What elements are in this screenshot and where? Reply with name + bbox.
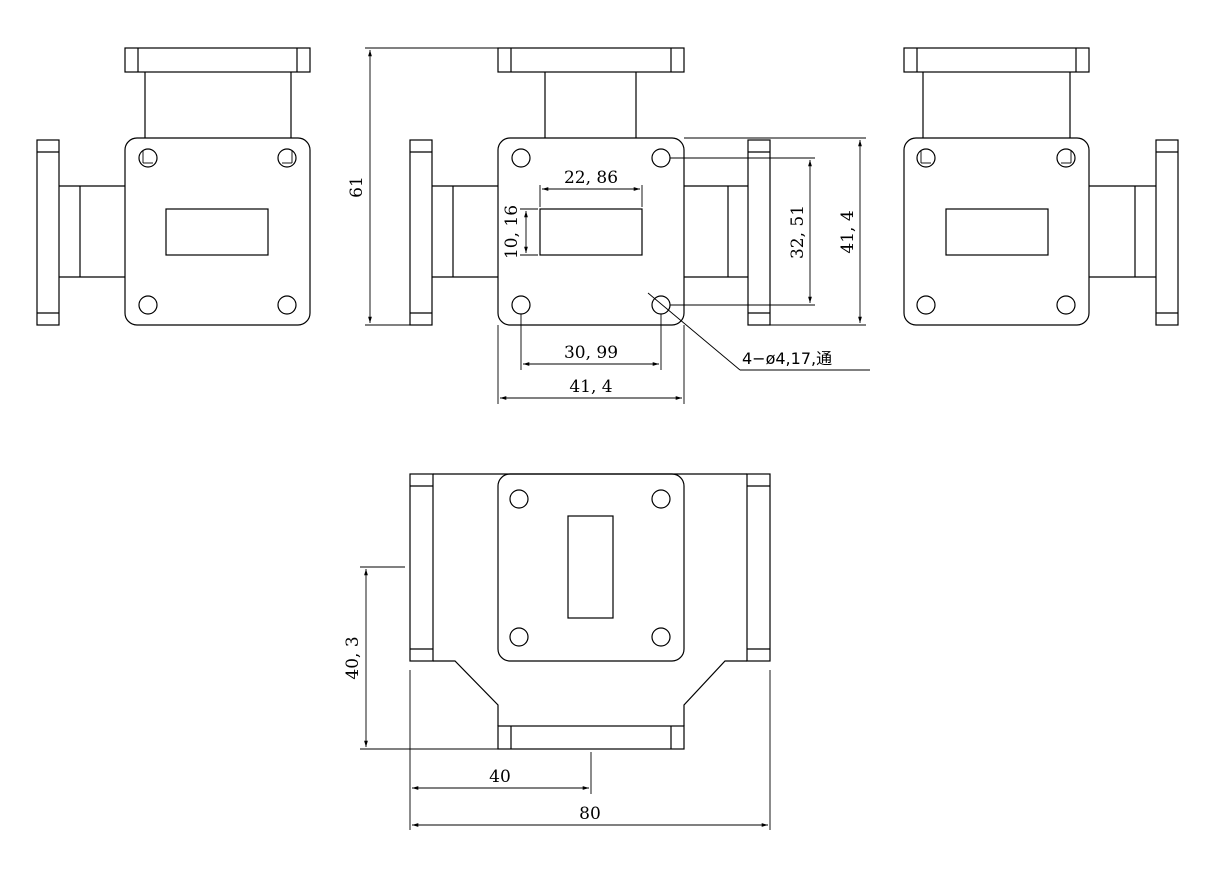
dim-30-99-label: 30, 99: [564, 343, 618, 363]
hole-callout-label: 4−ø4,17,通: [742, 349, 832, 368]
dimension-labels: 61 22, 86 10, 16 32, 51 41, 4 30, 99 41,…: [343, 168, 858, 824]
dim-22-86-label: 22, 86: [564, 168, 618, 188]
dim-10-16-label: 10, 16: [502, 205, 522, 259]
dim-61-label: 61: [347, 176, 367, 198]
dimension-lines: [360, 47, 870, 830]
left-side-view: [36, 47, 311, 326]
right-side-view: [903, 47, 1179, 326]
dim-80-label: 80: [579, 804, 601, 824]
center-front-view: [409, 47, 771, 326]
dim-41-4-horizontal-label: 41, 4: [569, 377, 612, 397]
bottom-plan-view: [409, 473, 771, 750]
dim-40-3-label: 40, 3: [343, 636, 363, 679]
dim-32-51-label: 32, 51: [788, 205, 808, 259]
dim-40-label: 40: [489, 767, 511, 787]
dim-41-4-vertical-label: 41, 4: [838, 210, 858, 253]
